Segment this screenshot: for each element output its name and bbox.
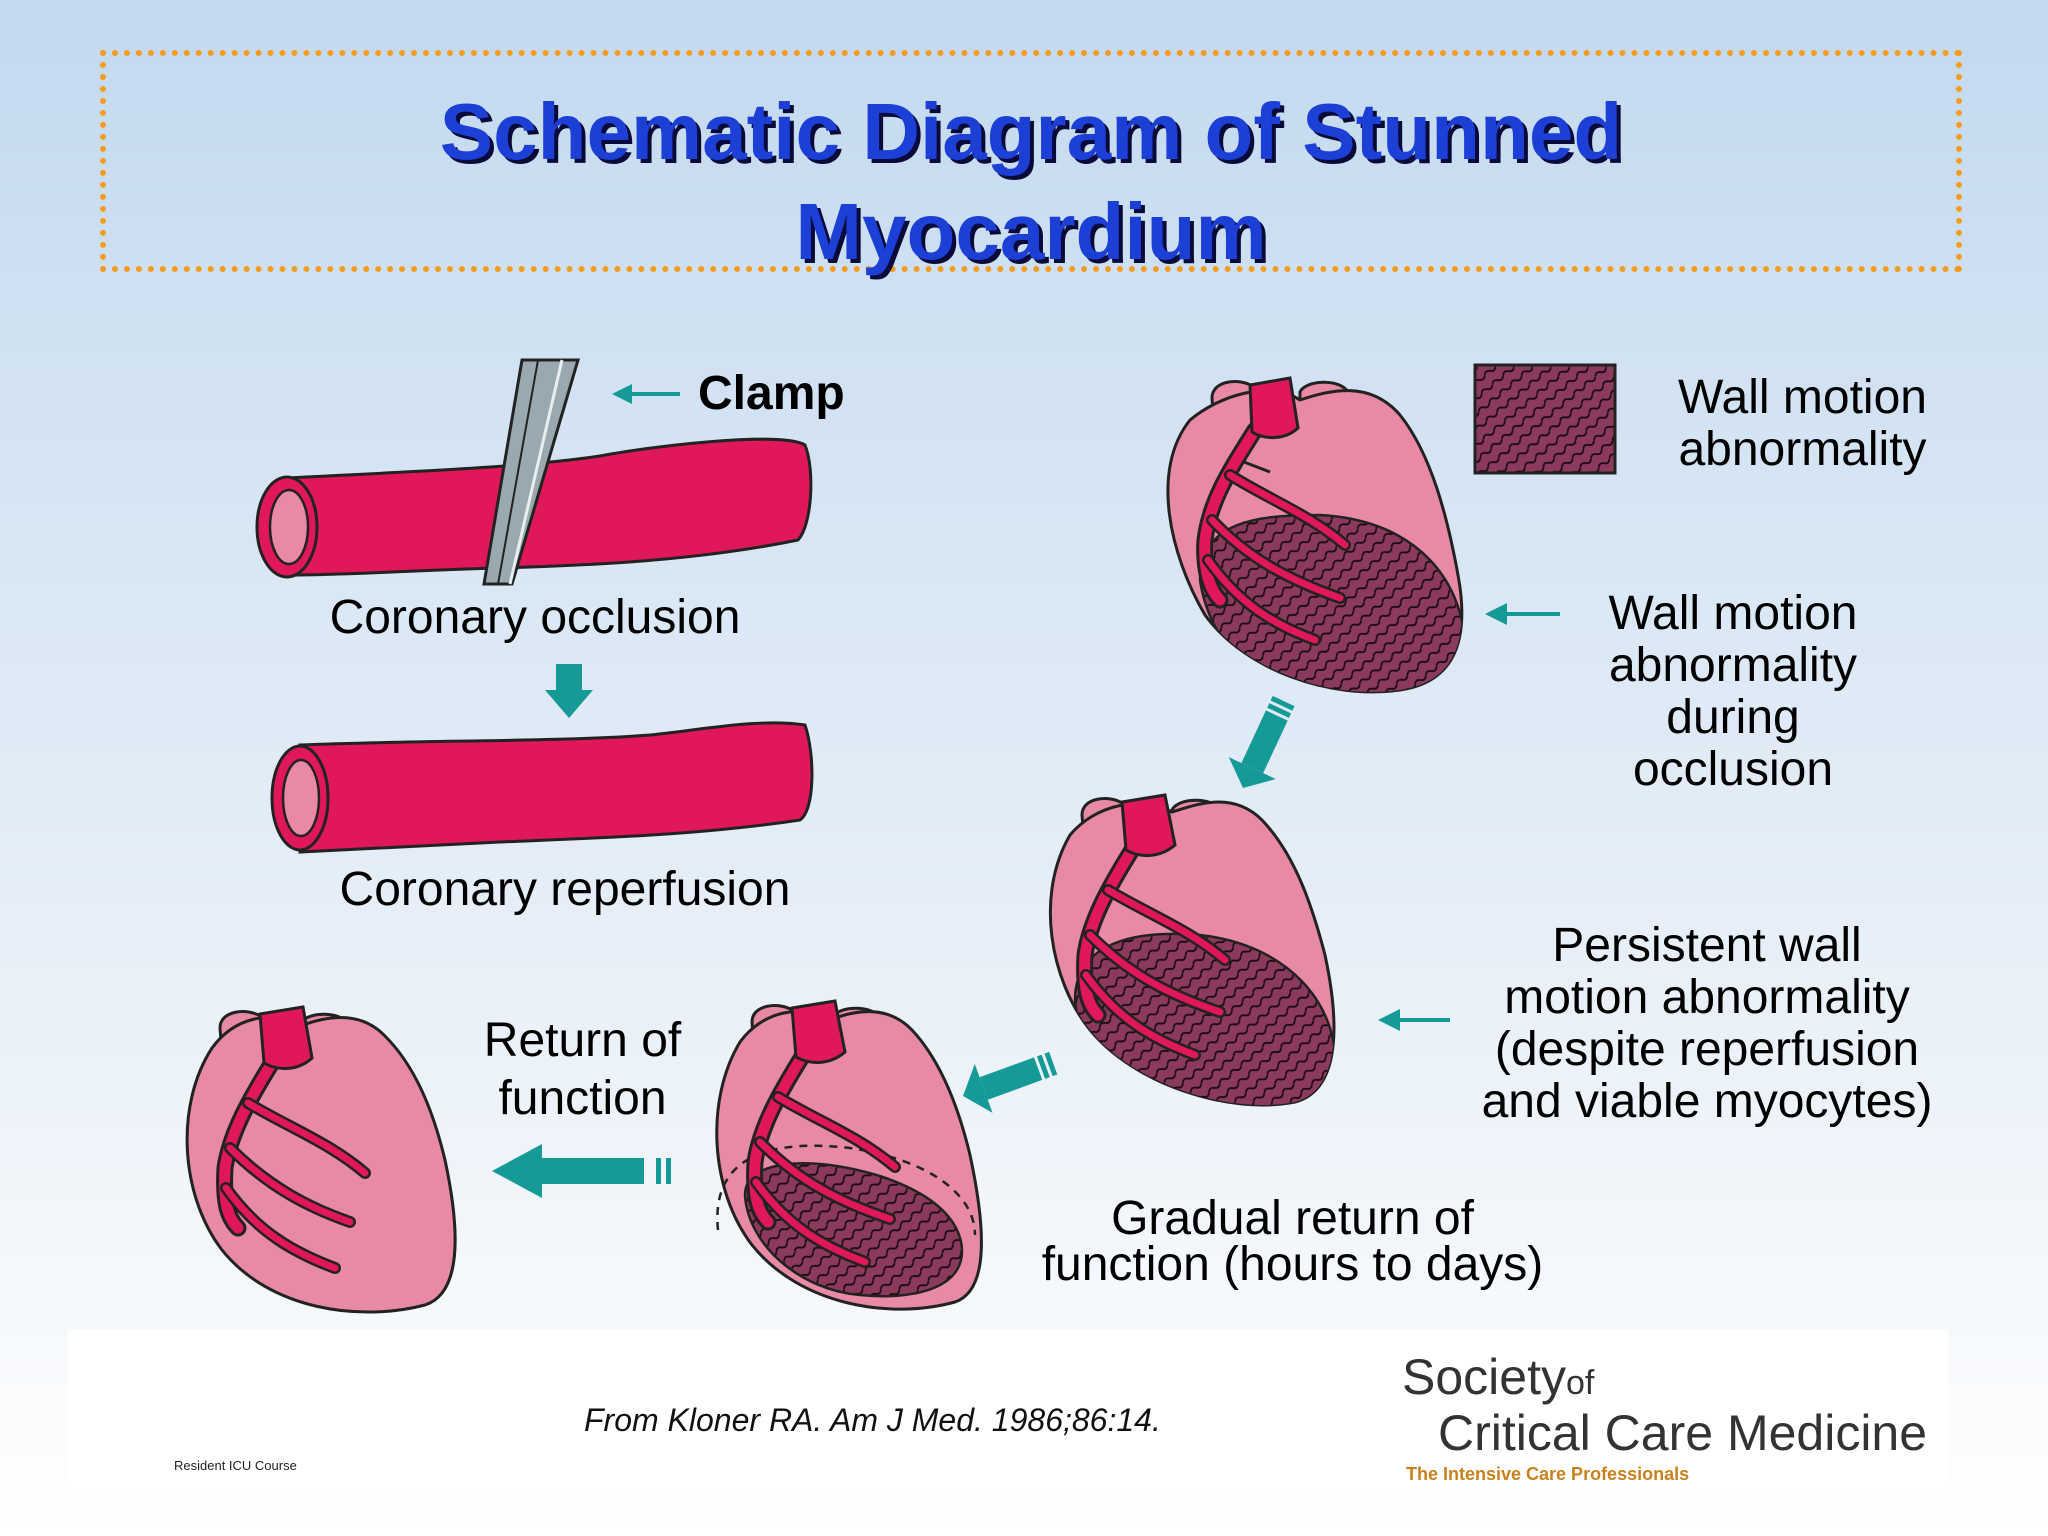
flow-arrow-heart1-to-heart2 (1228, 695, 1295, 788)
citation: From Kloner RA. Am J Med. 1986;86:14. (584, 1402, 1161, 1438)
gradual-return-label: Gradual return of function (hours to day… (1041, 1192, 1544, 1291)
wma-during-occlusion-label: Wall motion abnormality during occlusion (1608, 587, 1858, 796)
coronary-occlusion-label: Coronary occlusion (329, 591, 741, 644)
slide-title: Schematic Diagram of Stunned Myocardium (106, 82, 1956, 282)
heart-return-of-function (185, 1005, 457, 1314)
footer-band (68, 1330, 1948, 1490)
flow-arrow-heart2-to-heart3 (963, 1051, 1058, 1113)
clamp-icon (482, 358, 581, 586)
return-of-function-label: Return of function (483, 1014, 682, 1125)
down-arrow-icon (545, 664, 593, 718)
coronary-reperfusion-label: Coronary reperfusion (339, 863, 791, 916)
heart-persistent (1048, 793, 1336, 1107)
flow-arrow-heart3-to-heart4 (492, 1144, 671, 1198)
persistent-wma-label: Persistent wall motion abnormality (desp… (1481, 919, 1933, 1128)
heart-gradual-return (715, 999, 983, 1311)
legend-wma-label: Wall motion abnormality (1678, 371, 1927, 476)
heart-occlusion (1166, 376, 1464, 694)
occluded-vessel (255, 437, 813, 579)
clamp-label: Clamp (698, 367, 845, 420)
title-line-2: Myocardium (795, 187, 1267, 276)
title-box: Schematic Diagram of Stunned Myocardium (100, 50, 1962, 276)
sccm-tagline: The Intensive Care Professionals (1406, 1464, 1690, 1484)
sccm-name: Critical Care Medicine (1438, 1405, 1928, 1461)
persistent-pointer-arrow (1378, 1009, 1450, 1031)
legend-swatch-wma (1473, 363, 1617, 475)
occlusion-pointer-arrow (1485, 603, 1560, 625)
ricu-logo-caption: Resident ICU Course (174, 1458, 297, 1473)
clamp-pointer-arrow (612, 384, 680, 404)
reperfused-vessel (270, 721, 814, 854)
title-line-1: Schematic Diagram of Stunned (439, 87, 1623, 176)
sccm-society: Societyof (1402, 1349, 1595, 1405)
